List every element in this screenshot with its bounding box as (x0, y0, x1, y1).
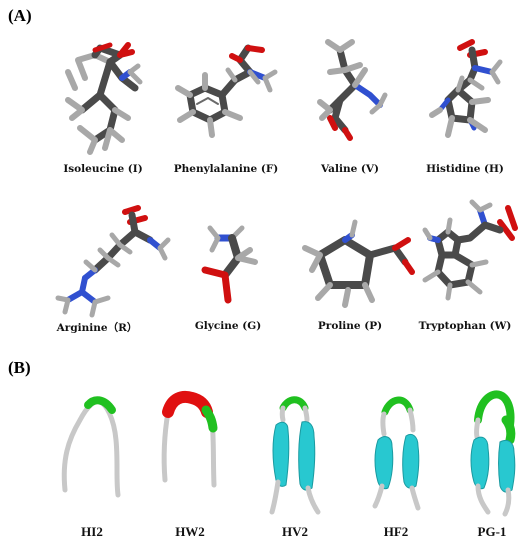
amino-acid-label: Tryptophan (W) (418, 320, 512, 332)
peptide-hf2 (372, 396, 421, 511)
peptide-label: PG-1 (477, 524, 507, 539)
arginine-molecule (55, 205, 171, 318)
amino-acid-label: Valine (V) (320, 163, 380, 175)
peptide-hv2 (269, 396, 321, 515)
peptide-label: HI2 (81, 524, 103, 539)
peptide-label: HV2 (282, 524, 308, 539)
isoleucine-molecule (65, 42, 143, 155)
peptide-pg1 (470, 390, 516, 517)
amino-acid-label: Arginine（R） (56, 322, 138, 334)
amino-acid-label: Glycine (G) (194, 320, 262, 332)
phenylalanine-molecule (175, 44, 278, 138)
amino-acid-label: Isoleucine (I) (63, 163, 143, 175)
tryptophan-molecule (422, 199, 518, 301)
valine-molecule (317, 39, 388, 141)
peptide-label: HF2 (383, 524, 409, 539)
proline-molecule (302, 219, 415, 308)
panel-label-a: (A) (8, 6, 32, 25)
peptide-hw2 (161, 390, 218, 488)
histidine-molecule (429, 39, 503, 138)
amino-acid-label: Histidine (H) (426, 163, 504, 175)
peptide-hi2 (61, 396, 121, 498)
peptide-label: HW2 (175, 524, 205, 539)
amino-acid-label: Proline (P) (317, 320, 383, 332)
glycine-molecule (201, 225, 258, 304)
panel-label-b: (B) (8, 358, 31, 377)
amino-acid-label: Phenylalanine (F) (173, 163, 279, 175)
